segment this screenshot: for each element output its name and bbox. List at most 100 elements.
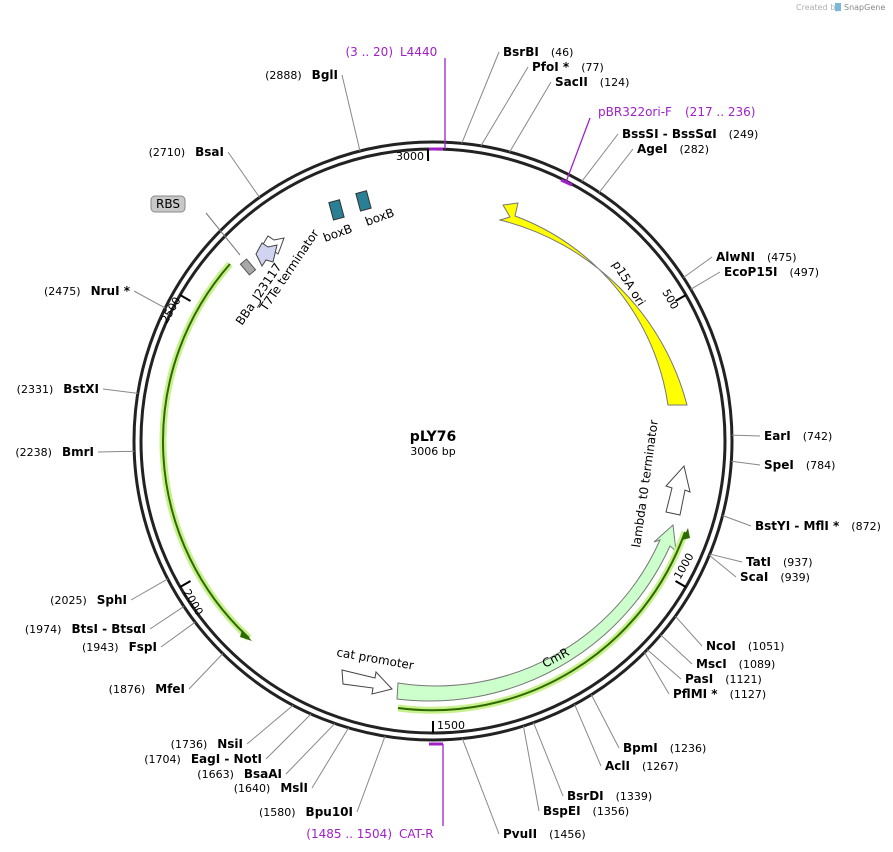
primer-binding-mark (560, 178, 573, 187)
rbs-tag[interactable]: RBS (150, 195, 241, 256)
bba-promoter-arrow[interactable] (255, 242, 278, 267)
primer-leader-line (565, 117, 591, 183)
site-name: EagI - NotI (191, 752, 262, 766)
site-name: SacII (555, 75, 588, 89)
site-bpu10i[interactable]: Bpu10I(1580) (259, 735, 386, 819)
site-name: NruI * (91, 284, 131, 298)
lacz-line-glow (397, 530, 689, 714)
scale-label-3000: 3000 (396, 150, 424, 163)
site-name: EcoP15I (724, 265, 778, 279)
site-bstxi[interactable]: BstXI(2331) (17, 382, 138, 396)
site-position: (2025) (50, 594, 87, 607)
site-ncoi[interactable]: NcoI(1051) (674, 615, 784, 653)
primer-range: (217 .. 236) (685, 105, 755, 119)
primer-pbr322ori-f[interactable]: pBR322ori-F(217 .. 236) (560, 105, 755, 187)
site-bsaai[interactable]: BsaAI(1663) (197, 723, 336, 781)
snapgene-credit: Created by SnapGene (796, 3, 885, 12)
site-leader-line (590, 694, 620, 749)
site-leader-line (509, 81, 552, 153)
site-acli[interactable]: AclI(1267) (574, 704, 679, 773)
site-bpmi[interactable]: BpmI(1236) (590, 694, 706, 755)
site-name: SphI (97, 593, 127, 607)
site-position: (939) (780, 571, 810, 584)
site-name: MfeI (155, 682, 185, 696)
site-sacii[interactable]: SacII(124) (509, 75, 630, 153)
site-nsii[interactable]: NsiI(1736) (171, 704, 294, 751)
site-leader-line (709, 554, 737, 578)
site-name: TatI (746, 555, 771, 569)
site-leader-line (341, 74, 361, 152)
left-line (162, 263, 250, 639)
site-leader-line (731, 460, 761, 466)
site-position: (1089) (739, 658, 776, 671)
site-name: AlwNI (716, 250, 755, 264)
site-agei[interactable]: AgeI(282) (598, 142, 709, 193)
site-eari[interactable]: EarI(742) (731, 429, 832, 443)
site-name: BstYI - MflI * (755, 519, 840, 533)
primer-cat-r[interactable]: CAT-R(1485 .. 1504) (306, 742, 444, 841)
site-mfei[interactable]: MfeI (1876) (109, 653, 224, 696)
site-leader-line (133, 290, 166, 309)
site-leader-line (188, 653, 224, 690)
site-pasi[interactable]: PasI(1121) (646, 649, 762, 686)
site-bgli[interactable]: BglI(2888) (265, 68, 361, 152)
lambda-terminator-arrow[interactable] (665, 464, 691, 516)
site-eagi-noti[interactable]: EagI - NotI(1704) (144, 713, 312, 766)
snapgene-logo-icon (835, 3, 841, 11)
site-leader-line (646, 649, 682, 680)
site-msci[interactable]: MscI(1089) (660, 634, 776, 671)
site-leader-line (265, 713, 312, 760)
cat-promoter-arrow[interactable] (341, 669, 393, 695)
site-sphi[interactable]: SphI (2025) (50, 578, 168, 607)
cmr-arrow[interactable] (396, 523, 677, 702)
site-leader-line (461, 738, 500, 835)
p15a-ori-arrow[interactable] (498, 202, 688, 406)
site-leader-line (461, 51, 500, 144)
site-leader-line (674, 615, 703, 647)
site-pflmi[interactable]: PflMI *(1127) (644, 652, 767, 701)
site-bspei[interactable]: BspEI(1356) (522, 725, 629, 818)
site-msli[interactable]: MslI(1640) (234, 727, 349, 795)
site-bsai[interactable]: BsaI (2710) (149, 145, 260, 198)
cat-promoter-label: cat promoter (335, 645, 414, 672)
rbs-mark[interactable] (239, 258, 257, 276)
site-spei[interactable]: SpeI(784) (731, 458, 835, 472)
site-name: BssSI - BssSαI (622, 127, 717, 141)
site-position: (2331) (17, 383, 54, 396)
site-position: (1339) (616, 790, 653, 803)
site-nrui[interactable]: NruI * (2475) (44, 284, 166, 309)
boxb-1-mark[interactable] (328, 199, 345, 221)
site-alwni[interactable]: AlwNI(475) (683, 250, 797, 279)
site-fspi[interactable]: FspI(1943) (82, 621, 196, 654)
site-name: SpeI (764, 458, 794, 472)
site-name: BtsI - BtsαI (71, 622, 146, 636)
site-bsssi-bsss-i[interactable]: BssSI - BssSαI(249) (581, 127, 759, 182)
site-name: BsaI (195, 145, 224, 159)
site-bsrdi[interactable]: BsrDI(1339) (533, 722, 653, 803)
site-leader-line (598, 148, 634, 193)
site-name: BmrI (62, 445, 94, 459)
site-ecop15i[interactable]: EcoP15I(497) (690, 265, 819, 290)
site-bsrbi[interactable]: BsrBI(46) (461, 45, 574, 144)
primer-l4440[interactable]: L4440(3 .. 20) (345, 45, 446, 151)
site-pvuii[interactable]: PvuII(1456) (461, 738, 586, 841)
site-tati[interactable]: TatI(937) (709, 553, 813, 569)
primer-name: L4440 (400, 45, 437, 59)
primer-name: CAT-R (399, 827, 434, 841)
site-bstyi-mfli[interactable]: BstYI - MflI *(872) (722, 515, 881, 533)
site-scai[interactable]: ScaI(939) (709, 554, 810, 584)
site-position: (1876) (109, 683, 146, 696)
site-position: (1974) (25, 623, 62, 636)
boxb-2-mark[interactable] (355, 190, 372, 212)
site-position: (2888) (265, 69, 302, 82)
site-position: (2710) (149, 146, 186, 159)
site-name: EarI (764, 429, 791, 443)
site-leader-line (709, 553, 743, 563)
site-leader-line (533, 722, 564, 797)
site-pfoi[interactable]: PfoI *(77) (480, 60, 604, 147)
site-bmri[interactable]: BmrI(2238) (15, 445, 135, 459)
site-position: (2475) (44, 285, 81, 298)
site-btsi-bts-i[interactable]: BtsI - BtsαI (1974) (25, 606, 185, 636)
scale-label-1500: 1500 (437, 719, 465, 732)
